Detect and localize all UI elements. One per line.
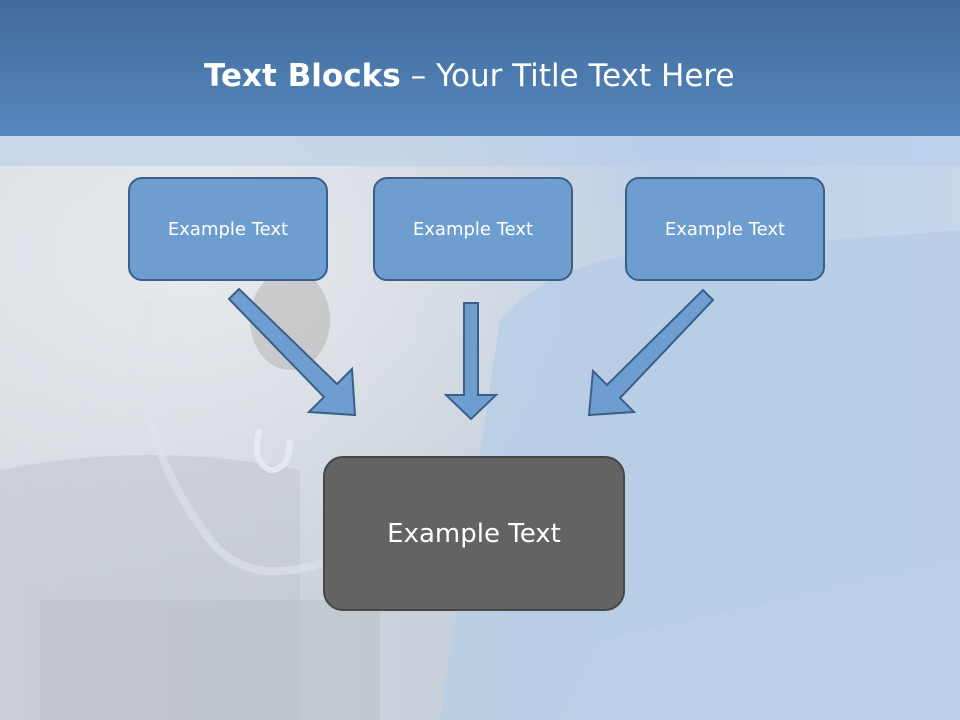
text-block-left-label: Example Text	[167, 218, 289, 240]
text-block-center-label: Example Text	[412, 218, 534, 240]
slide-title: Text Blocks–Your Title Text Here	[204, 52, 735, 100]
title-rest-text: Your Title Text Here	[436, 58, 735, 94]
text-block-left[interactable]: Example Text	[128, 177, 328, 281]
text-block-center[interactable]: Example Text	[373, 177, 573, 281]
arrow-right-icon	[587, 288, 715, 417]
arrow-down-icon	[443, 302, 499, 421]
text-block-right-label: Example Text	[664, 218, 786, 240]
target-text-block-label: Example Text	[387, 518, 561, 549]
header-bar	[0, 0, 960, 136]
title-separator: –	[410, 58, 427, 94]
target-text-block[interactable]: Example Text	[323, 456, 625, 611]
title-bold-text: Text Blocks	[204, 58, 401, 94]
arrow-left-icon	[227, 287, 357, 417]
text-block-right[interactable]: Example Text	[625, 177, 825, 281]
header-divider-strip	[0, 136, 960, 166]
